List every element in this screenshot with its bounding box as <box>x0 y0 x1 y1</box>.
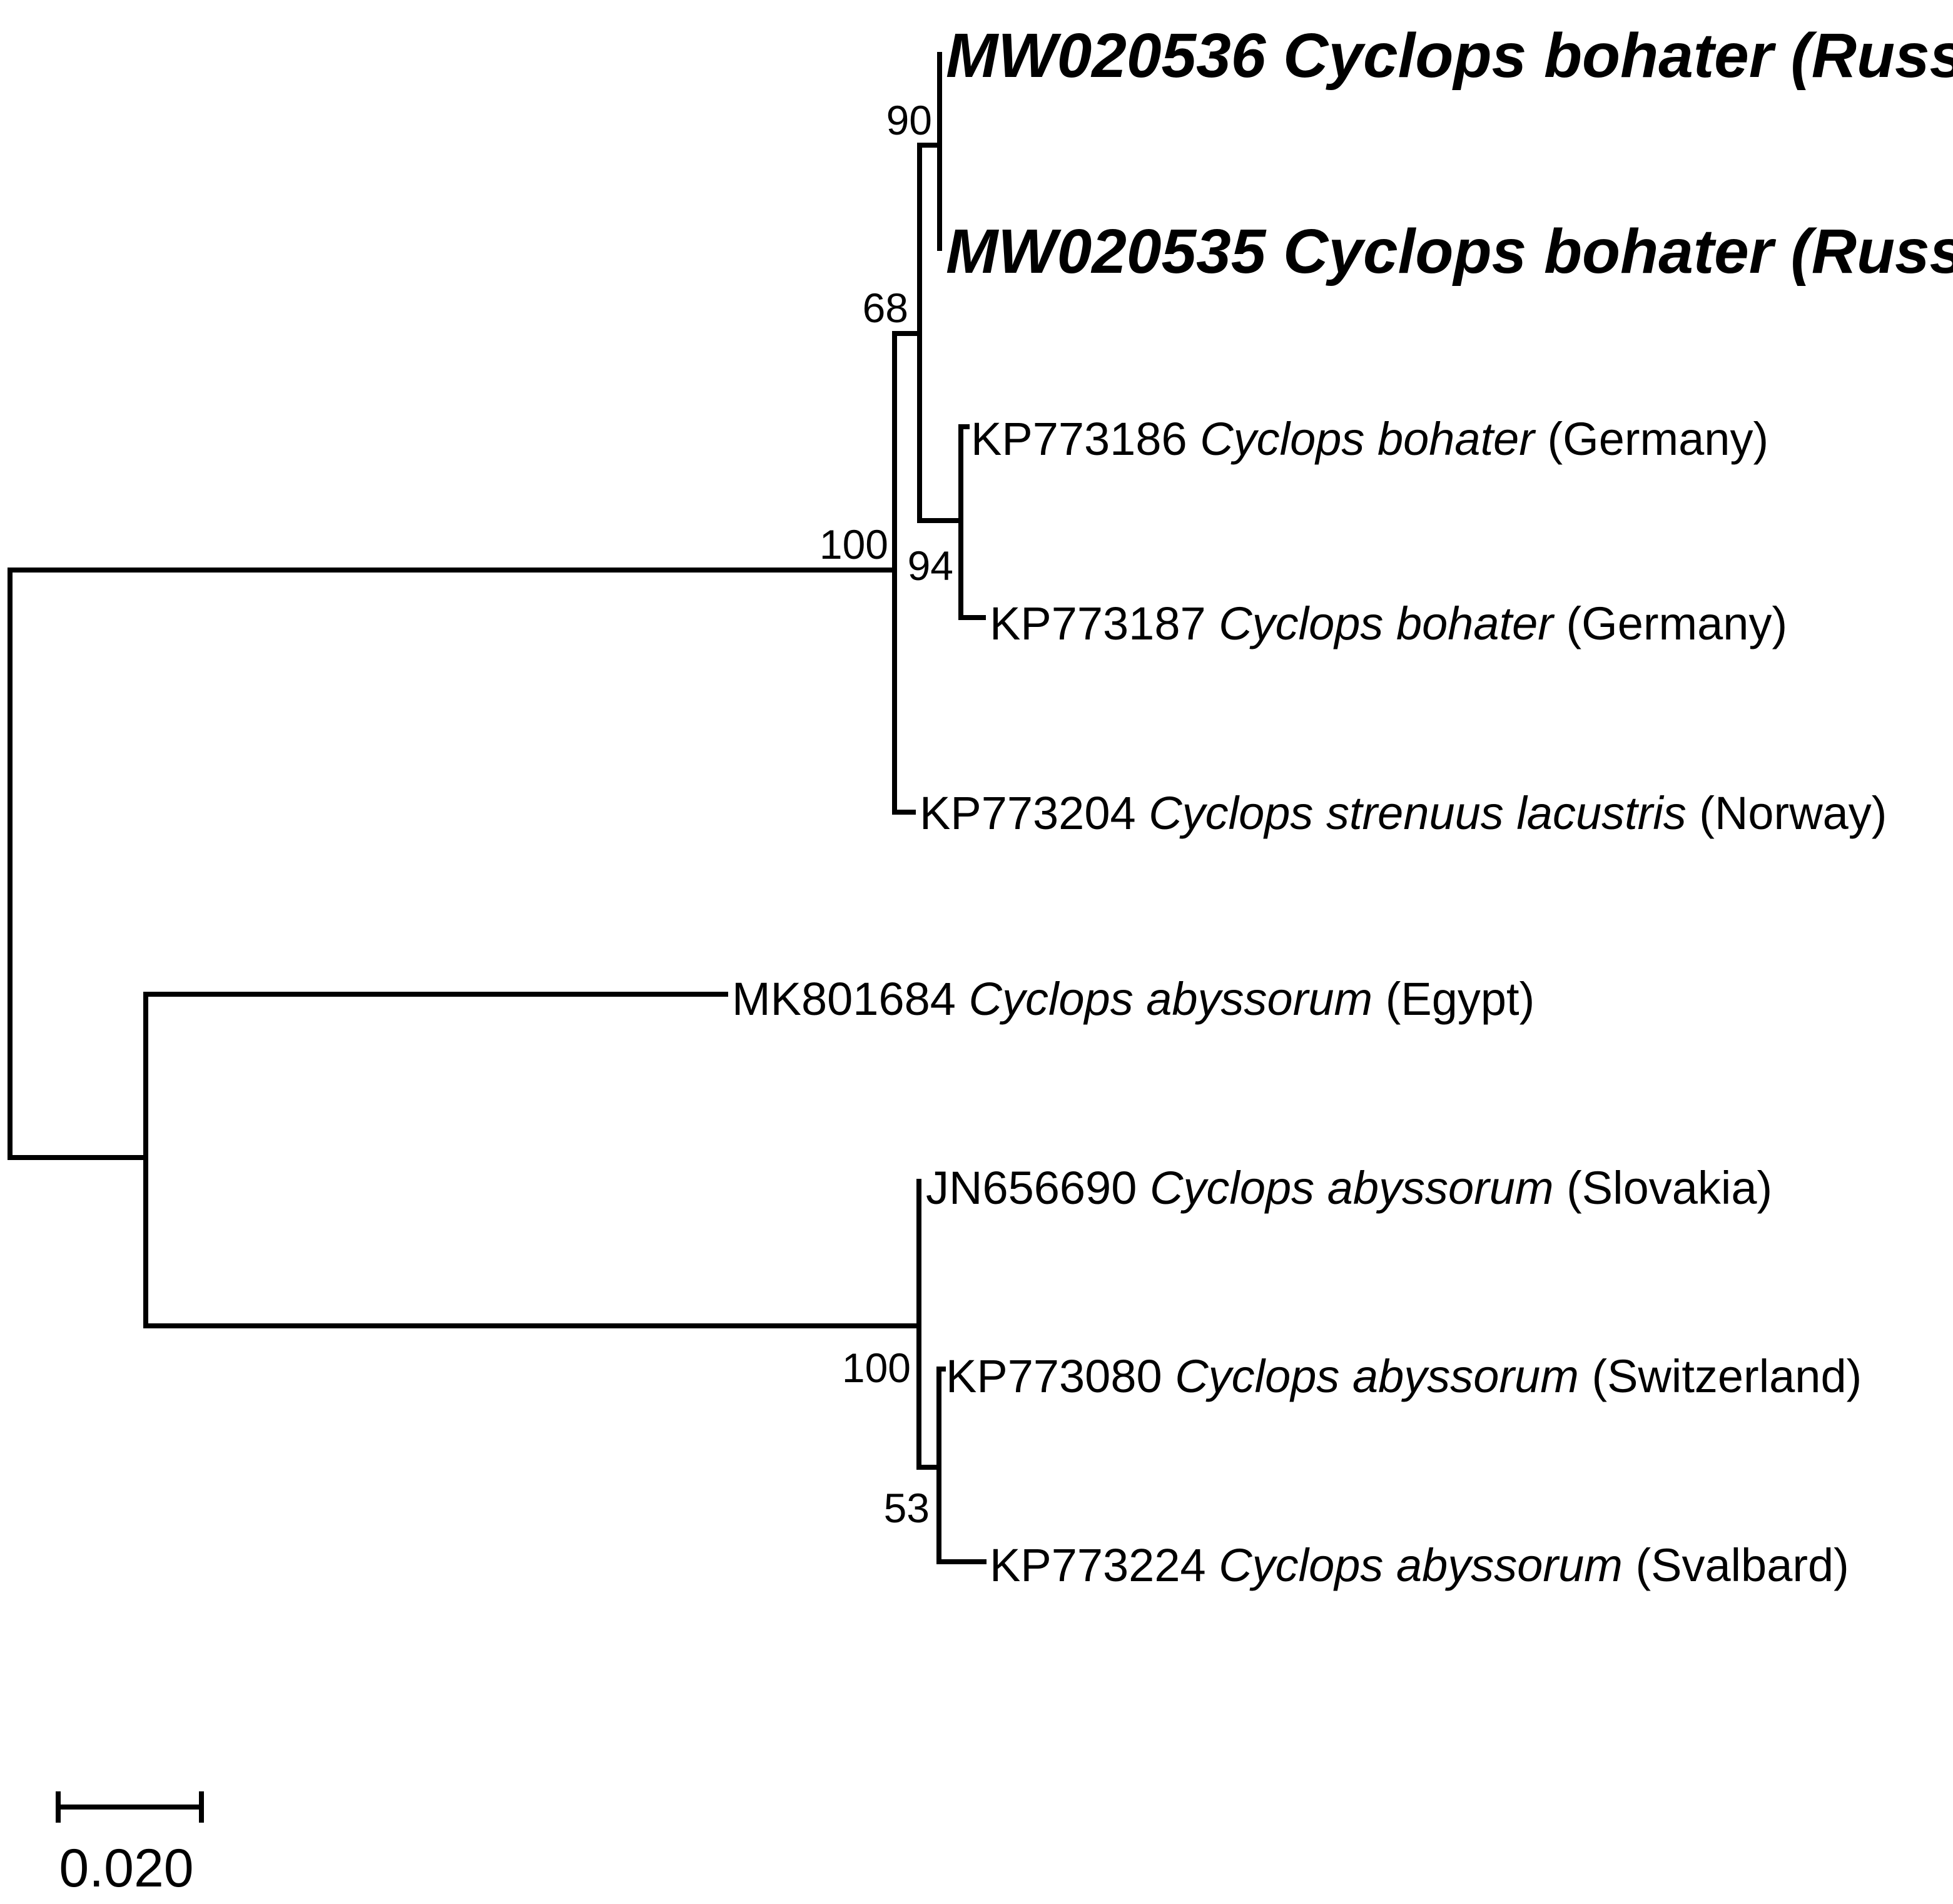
bootstrap-value-1-68: 68 <box>863 285 908 331</box>
species-name: Cyclops bohater <box>1283 216 1777 287</box>
species-name: Cyclops bohater <box>1219 598 1555 649</box>
region-name: (Russia) <box>1773 21 1953 91</box>
bootstrap-value-3-94: 94 <box>908 542 953 589</box>
taxon-label-JN656690: JN656690 Cyclops abyssorum (Slovakia) <box>926 1162 1772 1214</box>
bootstrap-value-4-100: 100 <box>842 1345 911 1391</box>
accession-number: KP773187 <box>990 598 1219 649</box>
accession-number: MW020536 <box>946 21 1283 91</box>
taxon-label-MK801684: MK801684 Cyclops abyssorum (Egypt) <box>732 973 1534 1025</box>
accession-number: KP773080 <box>946 1350 1175 1402</box>
accession-number: KP773204 <box>920 787 1149 839</box>
region-name: (Norway) <box>1687 787 1887 839</box>
region-name: (Germany) <box>1553 598 1787 649</box>
accession-number: MW020535 <box>946 216 1283 287</box>
region-name: (Russia) <box>1773 216 1953 287</box>
bootstrap-value-0-90: 90 <box>886 97 932 143</box>
region-name: (Germany) <box>1534 413 1768 465</box>
accession-number: MK801684 <box>732 973 969 1025</box>
bootstrap-value-5-53: 53 <box>884 1485 930 1531</box>
taxon-label-KP773187: KP773187 Cyclops bohater (Germany) <box>990 598 1787 649</box>
region-name: (Switzerland) <box>1579 1350 1862 1402</box>
species-name: Cyclops abyssorum <box>1219 1539 1623 1591</box>
taxon-label-KP773080: KP773080 Cyclops abyssorum (Switzerland) <box>946 1350 1862 1402</box>
species-name: Cyclops bohater <box>1200 413 1536 465</box>
region-name: (Slovakia) <box>1554 1162 1773 1214</box>
scale-bar-label: 0.020 <box>59 1838 193 1898</box>
species-name: Cyclops strenuus lacustris <box>1149 787 1687 839</box>
accession-number: KP773224 <box>990 1539 1219 1591</box>
accession-number: JN656690 <box>926 1162 1150 1214</box>
accession-number: KP773186 <box>971 413 1200 465</box>
taxon-label-MW020536: MW020536 Cyclops bohater (Russia) <box>946 21 1953 91</box>
species-name: Cyclops abyssorum <box>969 973 1373 1025</box>
taxon-label-KP773204: KP773204 Cyclops strenuus lacustris (Nor… <box>920 787 1887 839</box>
region-name: (Egypt) <box>1372 973 1534 1025</box>
species-name: Cyclops bohater <box>1283 21 1777 91</box>
taxon-label-KP773186: KP773186 Cyclops bohater (Germany) <box>971 413 1768 465</box>
taxon-label-KP773224: KP773224 Cyclops abyssorum (Svalbard) <box>990 1539 1849 1591</box>
bootstrap-value-2-100: 100 <box>819 521 888 568</box>
species-name: Cyclops abyssorum <box>1175 1350 1579 1402</box>
taxon-label-MW020535: MW020535 Cyclops bohater (Russia) <box>946 216 1953 287</box>
species-name: Cyclops abyssorum <box>1150 1162 1554 1214</box>
region-name: (Svalbard) <box>1623 1539 1849 1591</box>
